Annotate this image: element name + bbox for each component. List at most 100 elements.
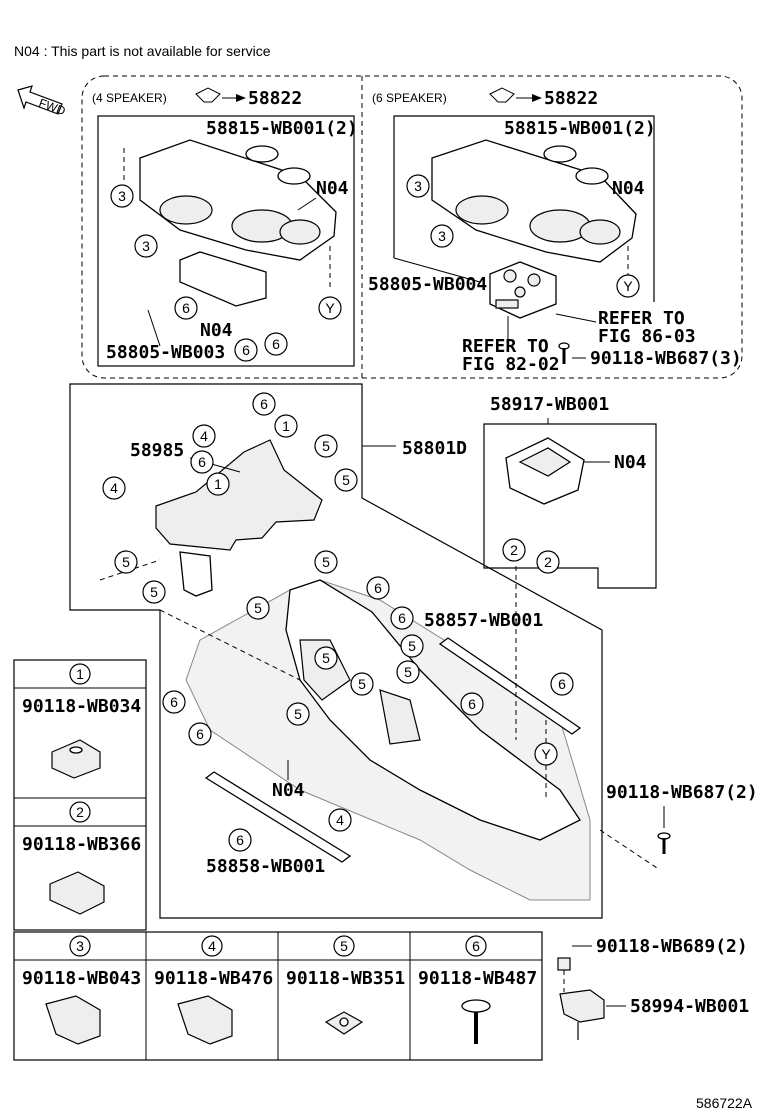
- refer-86-03-line2: FIG 86-03: [598, 326, 696, 347]
- lower-right-parts: 90118-WB689(2) 58994-WB001: [557, 936, 749, 1040]
- svg-text:Y: Y: [541, 746, 551, 762]
- svg-text:6: 6: [374, 580, 382, 596]
- svg-text:6: 6: [182, 300, 190, 316]
- svg-text:5: 5: [150, 584, 158, 600]
- svg-text:Y: Y: [325, 300, 335, 316]
- callout: 5: [142, 580, 166, 604]
- square-nut-icon: [324, 1011, 364, 1035]
- u-nut-clip-icon: [51, 739, 101, 779]
- strip-58857: [438, 637, 582, 735]
- callout: 3: [430, 224, 454, 248]
- screw-6spk: 90118-WB687(3): [590, 348, 742, 369]
- part-58985: 58985: [130, 440, 184, 461]
- callout: 1: [274, 414, 298, 438]
- svg-text:6: 6: [468, 696, 476, 712]
- variant-6-speaker: (6 SPEAKER) 58822 58815-WB001(2) N04 588…: [368, 87, 742, 375]
- svg-text:4: 4: [336, 812, 344, 828]
- n04-4spk: N04: [316, 178, 349, 199]
- cupholder-cover-6spk: 58815-WB001(2): [504, 118, 656, 139]
- legend-item-3: 3 90118-WB043: [22, 935, 141, 1045]
- svg-text:5: 5: [340, 938, 348, 954]
- callout: 5: [396, 660, 420, 684]
- part-58917-WB001: 58917-WB001: [490, 394, 609, 415]
- diagram-id: 586722A: [696, 1095, 753, 1111]
- svg-text:6: 6: [170, 694, 178, 710]
- variant-6-box: [393, 115, 655, 302]
- svg-text:4: 4: [200, 428, 208, 444]
- part-58822-6spk: 58822: [544, 88, 598, 109]
- clip-58822-icon: [489, 87, 515, 103]
- svg-text:5: 5: [358, 676, 366, 692]
- svg-text:6: 6: [260, 396, 268, 412]
- refer-86-03-line1: REFER TO: [598, 308, 685, 329]
- callout: 6: [366, 576, 390, 600]
- svg-text:3: 3: [118, 188, 126, 204]
- svg-text:5: 5: [408, 638, 416, 654]
- callout: 5: [400, 634, 424, 658]
- svg-text:1: 1: [282, 418, 290, 434]
- ashtray-n04: N04: [614, 452, 647, 473]
- callout: 6: [162, 690, 186, 714]
- callout: 6: [390, 606, 414, 630]
- refer-82-02-line1: REFER TO: [462, 336, 549, 357]
- part-58857-WB001: 58857-WB001: [424, 610, 543, 631]
- part-58858-WB001: 58858-WB001: [206, 856, 325, 877]
- svg-text:6: 6: [242, 342, 250, 358]
- callout: 5: [350, 672, 374, 696]
- clip-58822-icon: [195, 87, 221, 103]
- svg-text:90118-WB476: 90118-WB476: [154, 968, 273, 989]
- svg-text:90118-WB034: 90118-WB034: [22, 696, 141, 717]
- part-90118-WB689: 90118-WB689(2): [596, 936, 748, 957]
- console-upper-rim: [285, 579, 581, 841]
- callout: 6: [174, 296, 198, 320]
- console-insert-tray: [179, 251, 267, 307]
- n04-6spk: N04: [612, 178, 645, 199]
- svg-text:6: 6: [272, 336, 280, 352]
- legend-item-6: 6 90118-WB487: [418, 935, 537, 1044]
- legend-item-2: 2 90118-WB366: [22, 801, 141, 915]
- svg-text:5: 5: [342, 472, 350, 488]
- callout: 6: [234, 338, 258, 362]
- callout: 6: [228, 828, 252, 852]
- svg-text:4: 4: [208, 938, 216, 954]
- console-bracket: [155, 439, 323, 551]
- variant-4-label: (4 SPEAKER): [92, 91, 167, 105]
- panel-6spk: 58805-WB004: [368, 274, 487, 295]
- fwd-arrow-icon: FWD: [17, 85, 68, 119]
- svg-text:2: 2: [510, 542, 518, 558]
- legend-bottom: 3 90118-WB043 4 90118-WB476 5 90118-WB35…: [13, 931, 543, 1061]
- bracket-58994-icon: [559, 989, 605, 1040]
- strip-58858: [204, 771, 352, 863]
- callout: 3: [110, 184, 134, 208]
- svg-text:3: 3: [438, 228, 446, 244]
- push-clip-icon: [177, 995, 233, 1045]
- callout: 6: [190, 450, 214, 474]
- svg-text:90118-WB351: 90118-WB351: [286, 968, 405, 989]
- screw-icon: [558, 342, 570, 364]
- svg-text:5: 5: [322, 438, 330, 454]
- callout: 6: [188, 722, 212, 746]
- callout: 4: [102, 476, 126, 500]
- svg-text:2: 2: [544, 554, 552, 570]
- screw-main: 90118-WB687(2): [606, 782, 758, 803]
- n04-lower-4spk: N04: [200, 320, 233, 341]
- ashtray-box: [483, 423, 657, 589]
- svg-text:5: 5: [322, 650, 330, 666]
- svg-text:3: 3: [76, 938, 84, 954]
- svg-text:90118-WB487: 90118-WB487: [418, 968, 537, 989]
- callout: 5: [314, 646, 338, 670]
- cupholder-cover-4spk: 58815-WB001(2): [206, 118, 358, 139]
- callout: 6: [550, 672, 574, 696]
- main-box: [69, 383, 603, 919]
- callouts: 3 3 6 6 6 Y 3 3 Y 6 1 5 4 6 5 4 1 5 5 5 …: [102, 174, 640, 852]
- svg-text:FWD: FWD: [37, 96, 68, 119]
- legend-item-5: 5 90118-WB351: [286, 935, 405, 1035]
- svg-text:3: 3: [414, 178, 422, 194]
- svg-text:4: 4: [110, 480, 118, 496]
- bracket-leg: [179, 551, 213, 597]
- svg-text:6: 6: [236, 832, 244, 848]
- callout: 6: [264, 332, 288, 356]
- callout: 5: [314, 434, 338, 458]
- callout: 4: [192, 424, 216, 448]
